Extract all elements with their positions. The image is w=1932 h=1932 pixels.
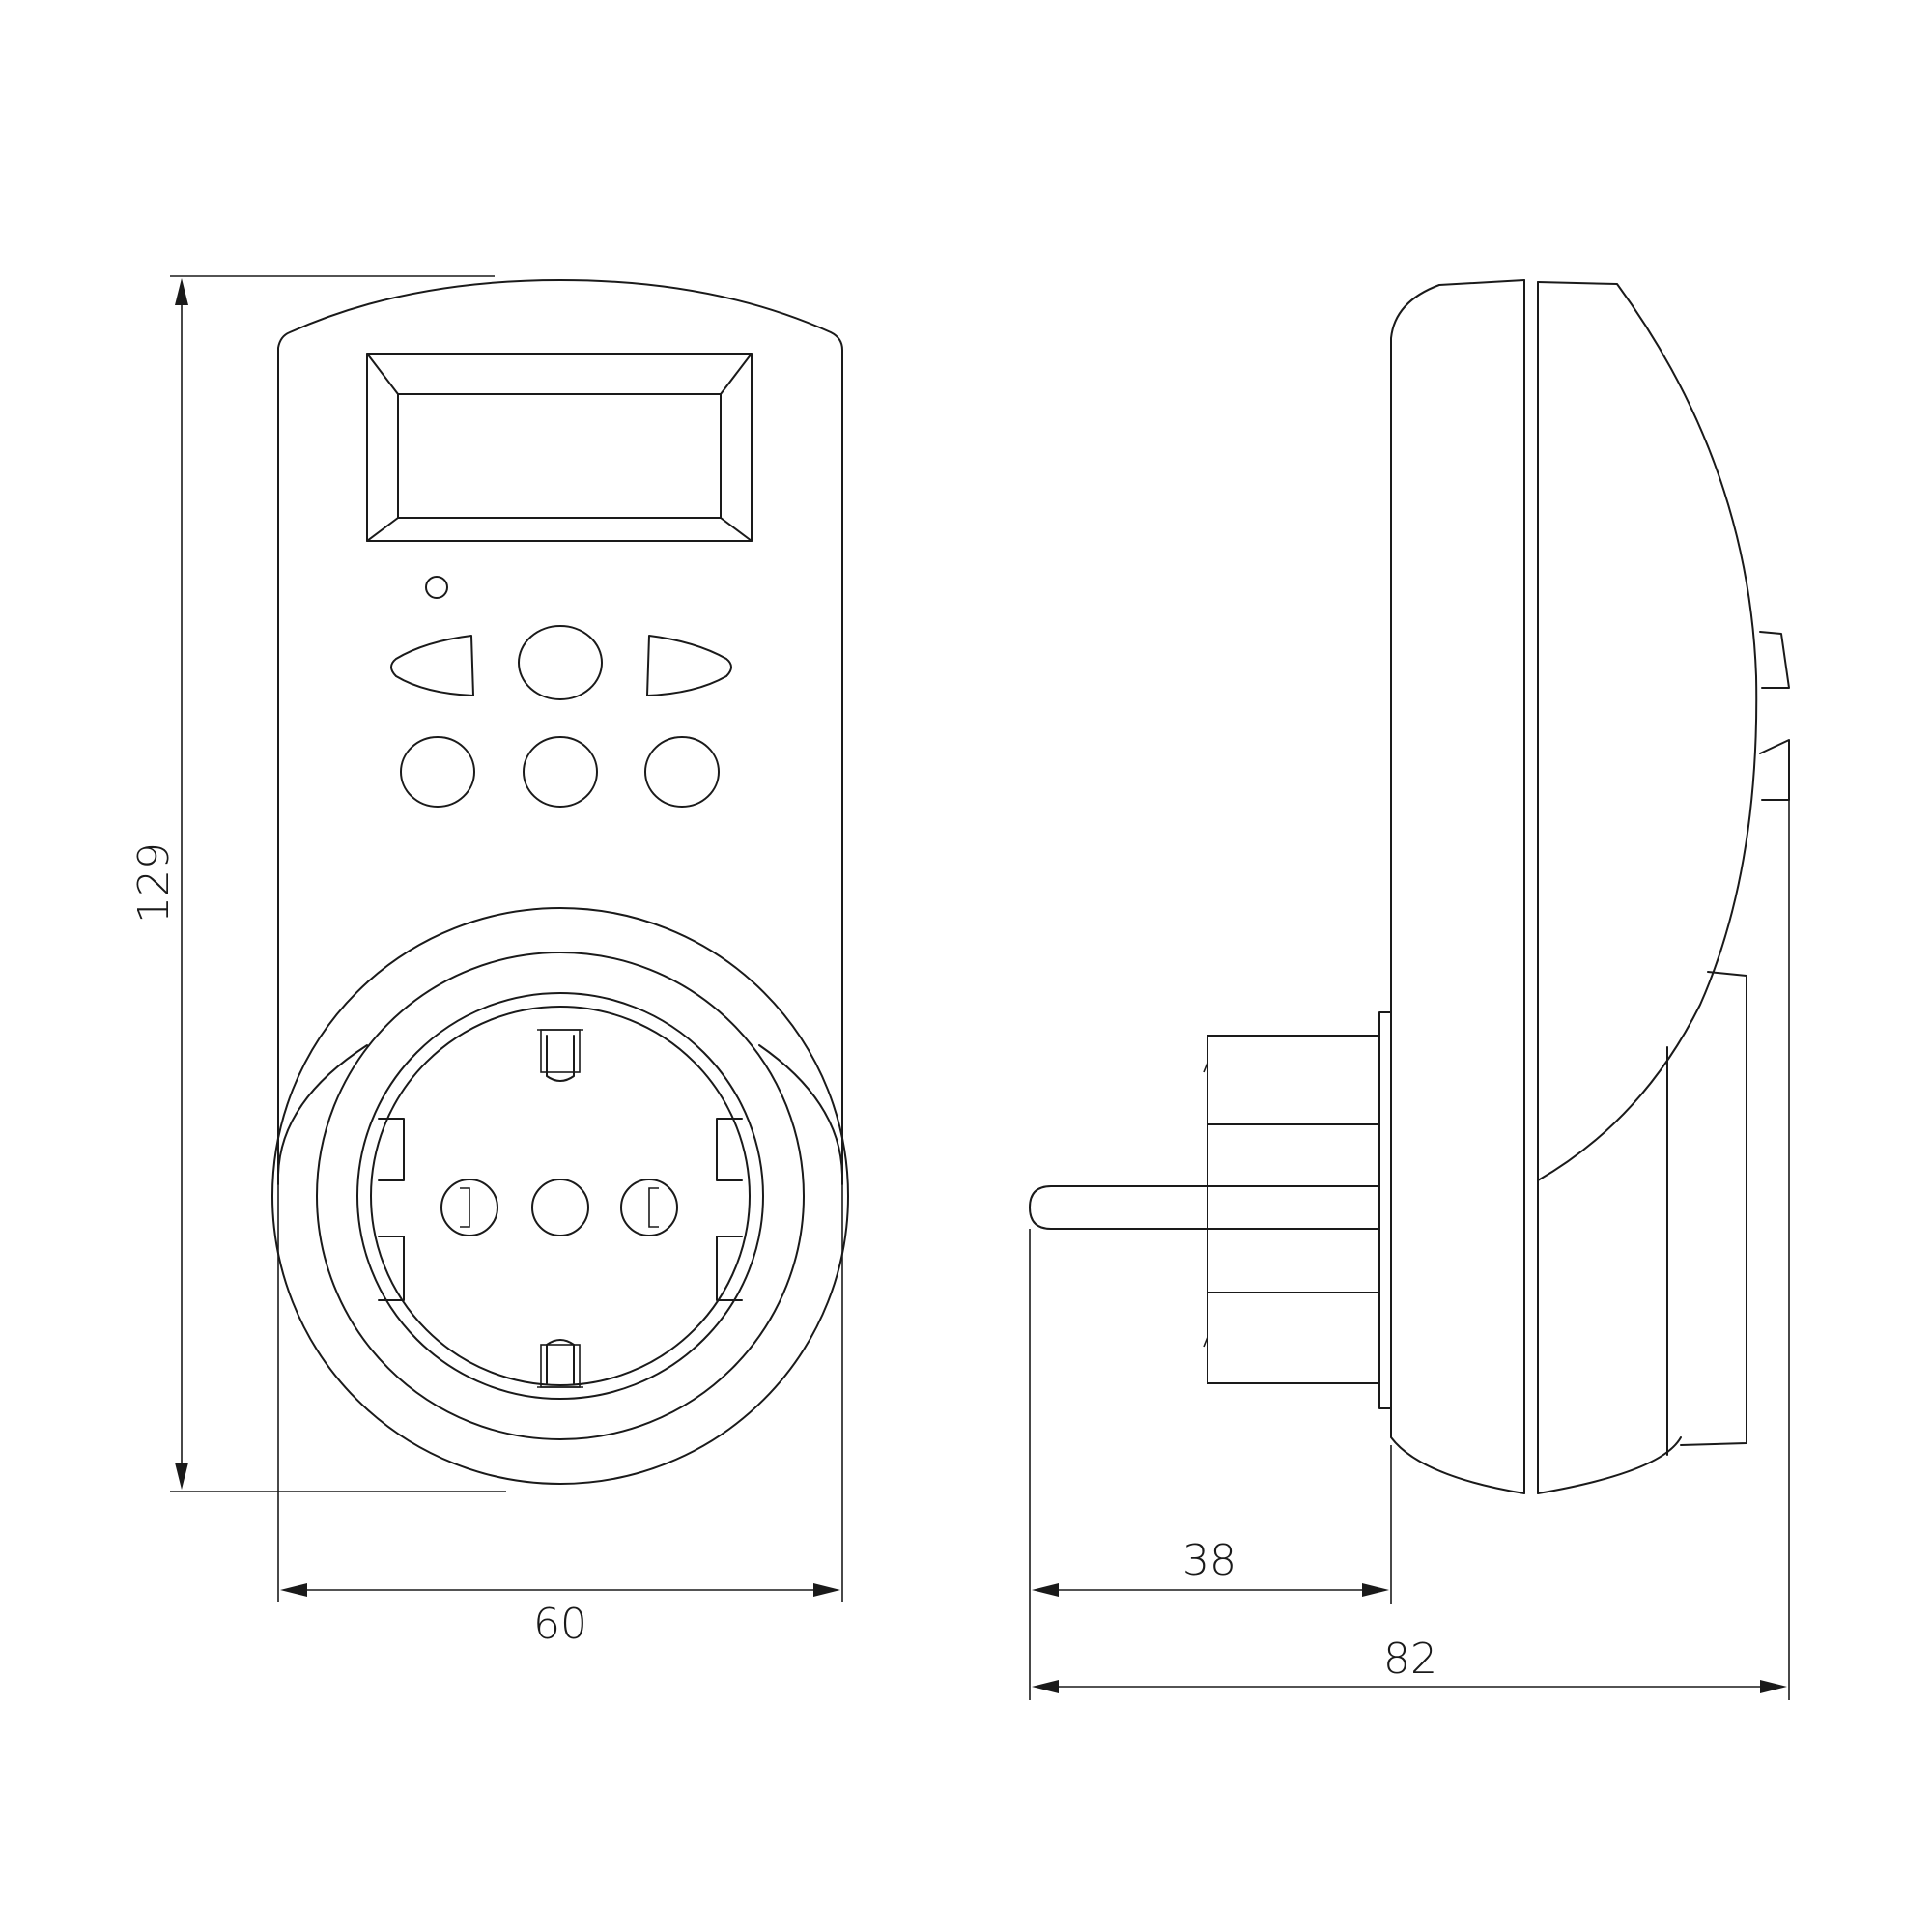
side-back-shell	[1537, 281, 1758, 1181]
dimension-plug-depth-label: 38	[1182, 1536, 1236, 1585]
center-button[interactable]	[518, 625, 603, 700]
function-button-2[interactable]	[523, 736, 598, 808]
front-plug	[1029, 1011, 1392, 1409]
socket	[271, 907, 849, 1485]
front-housing	[277, 279, 843, 1185]
function-button-1[interactable]	[400, 736, 475, 808]
front-view	[271, 279, 849, 1602]
rear-prongs	[1759, 631, 1790, 801]
top-ground-contact	[537, 1029, 583, 1082]
side-view	[1029, 279, 1790, 1700]
dimension-front-width-label: 60	[533, 1600, 587, 1649]
bottom-ground-contact	[537, 1339, 583, 1388]
pin-hole-left	[440, 1179, 498, 1236]
dimension-total-depth: 82	[1032, 1634, 1787, 1693]
display-window	[366, 353, 753, 542]
dimension-front-width: 60	[280, 1583, 840, 1649]
dimension-height-label: 129	[129, 842, 179, 923]
side-front-body	[1390, 279, 1525, 1494]
dimension-total-depth-label: 82	[1383, 1634, 1437, 1684]
led-indicator	[425, 576, 448, 599]
right-arrow-button[interactable]	[646, 635, 732, 696]
left-arrow-button[interactable]	[390, 635, 474, 696]
dimension-height: 129	[129, 275, 506, 1492]
plug-pin	[1029, 1185, 1208, 1230]
pin-hole-right	[620, 1179, 678, 1236]
dimension-plug-depth: 38	[1032, 1536, 1389, 1597]
side-plug-block	[1666, 971, 1747, 1456]
function-button-3[interactable]	[644, 736, 720, 808]
pin-hole-center	[531, 1179, 589, 1236]
